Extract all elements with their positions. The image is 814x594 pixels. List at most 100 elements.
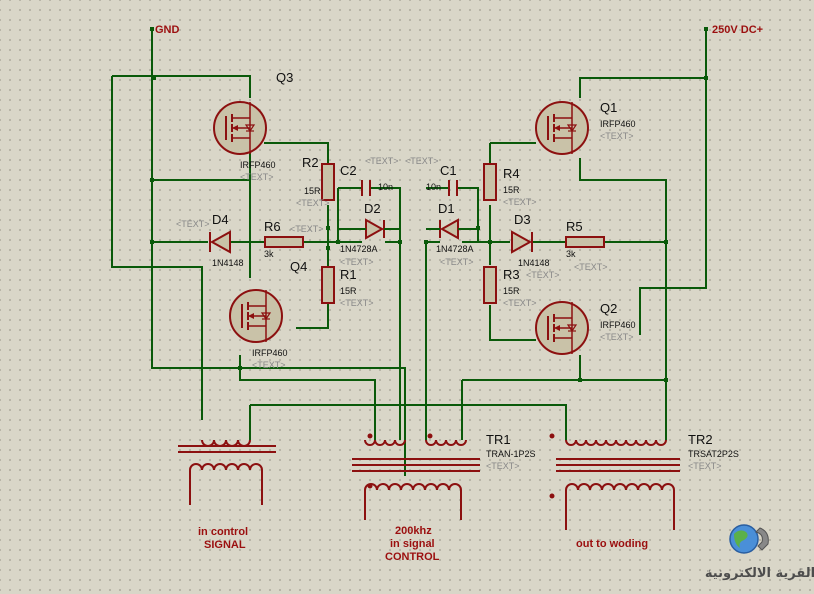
resistor-symbol bbox=[321, 266, 335, 304]
resistor-r5: R5 3k <TEXT> bbox=[565, 219, 608, 272]
resistor-text: <TEXT> bbox=[574, 262, 608, 272]
transformer-ref: TR1 bbox=[486, 432, 511, 447]
resistor-symbol bbox=[483, 163, 497, 201]
diode-value: 1N4728A bbox=[436, 244, 474, 254]
resistor-symbol bbox=[483, 266, 497, 304]
mosfet-ref: Q4 bbox=[290, 259, 307, 274]
site-logo: القرية الالكترونية bbox=[705, 524, 814, 581]
diode-value: 1N4728A bbox=[340, 244, 378, 254]
resistor-value: 15R bbox=[503, 286, 520, 296]
resistor-text: <TEXT> bbox=[340, 298, 374, 308]
mosfet-value: IRFP460 bbox=[600, 119, 636, 129]
diode-symbol bbox=[209, 230, 231, 254]
resistor-r4: R4 15R <TEXT> bbox=[483, 163, 537, 207]
capacitor-value: 10n bbox=[426, 182, 441, 192]
diode-ref: D4 bbox=[212, 212, 229, 227]
mosfet-text: <TEXT> bbox=[600, 131, 634, 141]
diode-value: 1N4148 bbox=[518, 258, 550, 268]
resistor-text: <TEXT> bbox=[503, 197, 537, 207]
transformer-tr2: TR2 TRSAT2P2S <TEXT> bbox=[549, 432, 739, 530]
capacitor-ref: C2 bbox=[340, 163, 357, 178]
diode-symbol bbox=[365, 218, 385, 240]
mosfet-ref: Q3 bbox=[276, 70, 293, 85]
resistor-text: <TEXT> bbox=[296, 198, 330, 208]
mosfet-value: IRFP460 bbox=[240, 160, 276, 170]
resistor-r6: R6 3k <TEXT> bbox=[264, 219, 324, 259]
capacitor-ref: C1 bbox=[440, 163, 457, 178]
mosfet-text: <TEXT> bbox=[240, 172, 274, 182]
note-in-signal: in signal bbox=[390, 538, 435, 550]
resistor-ref: R3 bbox=[503, 267, 520, 282]
transformer-text: <TEXT> bbox=[688, 461, 722, 471]
mosfet-q1: Q1 IRFP460 <TEXT> bbox=[535, 100, 636, 155]
transformer-value: TRSAT2P2S bbox=[688, 449, 739, 459]
resistor-text: <TEXT> bbox=[290, 224, 324, 234]
resistor-value: 15R bbox=[340, 286, 357, 296]
diode-text: <TEXT> bbox=[176, 219, 210, 229]
resistor-symbol bbox=[565, 236, 605, 248]
capacitor-text: <TEXT> bbox=[405, 156, 439, 166]
resistor-ref: R5 bbox=[566, 219, 583, 234]
mosfet-text: <TEXT> bbox=[600, 332, 634, 342]
note-200khz: 200khz bbox=[395, 525, 432, 537]
resistor-symbol bbox=[264, 236, 304, 248]
resistor-text: <TEXT> bbox=[503, 298, 537, 308]
diode-text: <TEXT> bbox=[440, 257, 474, 267]
diode-d2: D2 1N4728A <TEXT> bbox=[338, 201, 400, 267]
diode-text: <TEXT> bbox=[526, 270, 560, 280]
mosfet-text: <TEXT> bbox=[252, 360, 286, 370]
mosfet-symbol bbox=[535, 301, 589, 355]
transformer-ref: TR2 bbox=[688, 432, 713, 447]
resistor-value: 3k bbox=[264, 249, 274, 259]
diode-ref: D1 bbox=[438, 201, 455, 216]
resistor-r3: R3 15R <TEXT> bbox=[483, 266, 537, 308]
diode-value: 1N4148 bbox=[212, 258, 244, 268]
diode-d1: D1 1N4728A <TEXT> bbox=[426, 201, 478, 267]
resistor-ref: R4 bbox=[503, 166, 520, 181]
diode-d4: D4 1N4148 <TEXT> bbox=[176, 212, 244, 268]
transformer-value: TRAN-1P2S bbox=[486, 449, 536, 459]
mosfet-q4: Q4 IRFP460 <TEXT> bbox=[229, 259, 307, 370]
mosfet-value: IRFP460 bbox=[600, 320, 636, 330]
wires bbox=[111, 29, 707, 476]
transformer-tr1: TR1 TRAN-1P2S <TEXT> bbox=[352, 432, 536, 520]
mosfet-symbol bbox=[535, 101, 589, 155]
mosfet-q3: Q3 IRFP460 <TEXT> bbox=[213, 70, 293, 182]
diode-ref: D2 bbox=[364, 201, 381, 216]
transformer-text: <TEXT> bbox=[486, 461, 520, 471]
resistor-symbol bbox=[321, 163, 335, 201]
mosfet-q2: Q2 IRFP460 <TEXT> bbox=[535, 301, 636, 355]
mosfet-symbol bbox=[213, 101, 267, 155]
diode-d3: D3 1N4148 <TEXT> bbox=[511, 212, 560, 280]
diode-symbol bbox=[439, 218, 459, 240]
note-signal: SIGNAL bbox=[204, 539, 246, 551]
wrench-icon bbox=[755, 527, 769, 551]
mosfet-ref: Q2 bbox=[600, 301, 617, 316]
logo-text: القرية الالكترونية bbox=[705, 566, 814, 581]
capacitor-c2: C2 10n <TEXT> bbox=[340, 156, 399, 196]
capacitor-value: 10n bbox=[378, 182, 393, 192]
diode-text: <TEXT> bbox=[340, 257, 374, 267]
resistor-r2: R2 15R <TEXT> bbox=[296, 155, 335, 208]
net-label-gnd: GND bbox=[155, 24, 180, 36]
resistor-r1: R1 15R <TEXT> bbox=[321, 266, 374, 308]
diode-symbol bbox=[511, 230, 533, 254]
mosfet-ref: Q1 bbox=[600, 100, 617, 115]
capacitor-text: <TEXT> bbox=[365, 156, 399, 166]
mosfet-value: IRFP460 bbox=[252, 348, 288, 358]
diode-ref: D3 bbox=[514, 212, 531, 227]
resistor-value: 3k bbox=[566, 249, 576, 259]
resistor-ref: R6 bbox=[264, 219, 281, 234]
note-out-to-woding: out to woding bbox=[576, 538, 648, 550]
resistor-ref: R1 bbox=[340, 267, 357, 282]
note-control: CONTROL bbox=[385, 551, 440, 563]
mosfet-symbol bbox=[229, 289, 283, 343]
resistor-value: 15R bbox=[304, 186, 321, 196]
note-in-control: in control bbox=[198, 526, 248, 538]
resistor-value: 15R bbox=[503, 185, 520, 195]
resistor-ref: R2 bbox=[302, 155, 319, 170]
net-label-vdc: 250V DC+ bbox=[712, 24, 763, 36]
transformer-input bbox=[178, 439, 276, 505]
